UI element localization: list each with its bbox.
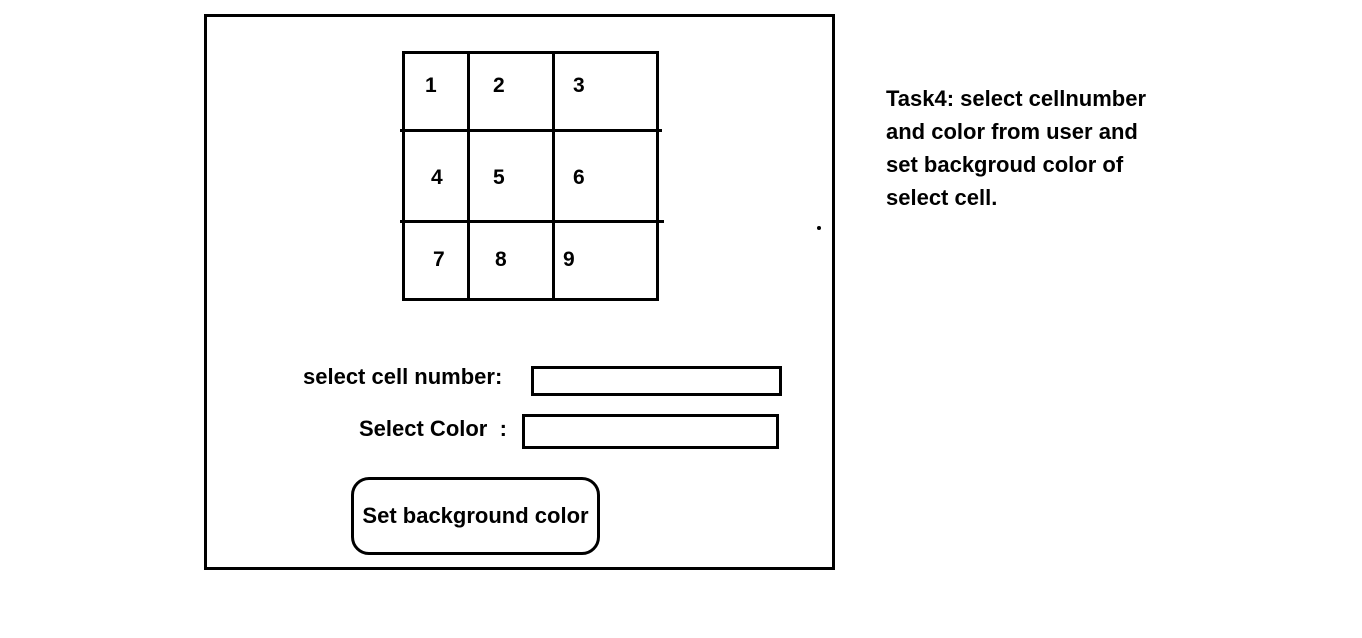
grid-cell-8[interactable]: 8 — [495, 248, 507, 271]
grid-divider — [552, 51, 555, 301]
grid-cell-1[interactable]: 1 — [425, 74, 437, 97]
grid-cell-2[interactable]: 2 — [493, 74, 505, 97]
task-line: select cell. — [886, 185, 998, 210]
grid-cell-9[interactable]: 9 — [563, 248, 575, 271]
task-line: Task4: select cellnumber — [886, 86, 1147, 111]
cell-number-input[interactable] — [531, 366, 782, 396]
grid-cell-7[interactable]: 7 — [433, 248, 445, 271]
set-background-color-button[interactable]: Set background color — [351, 477, 600, 555]
grid-cell-4[interactable]: 4 — [431, 166, 443, 189]
task-line: and color from user and — [886, 119, 1138, 144]
grid-divider — [400, 220, 664, 223]
cell-number-label: select cell number: — [303, 364, 503, 389]
grid-divider — [400, 129, 662, 132]
color-label: Select Color : — [359, 416, 507, 441]
grid-cell-3[interactable]: 3 — [573, 74, 585, 97]
grid-cell-5[interactable]: 5 — [493, 166, 505, 189]
cell-grid: 1 2 3 4 5 6 7 8 9 — [400, 51, 664, 301]
app-frame — [204, 14, 835, 570]
task-description: Task4: select cellnumber and color from … — [886, 82, 1186, 214]
color-input[interactable] — [522, 414, 779, 449]
grid-cell-6[interactable]: 6 — [573, 166, 585, 189]
task-line: set backgroud color of — [886, 152, 1124, 177]
stray-dot — [817, 226, 821, 230]
grid-divider — [467, 51, 470, 301]
